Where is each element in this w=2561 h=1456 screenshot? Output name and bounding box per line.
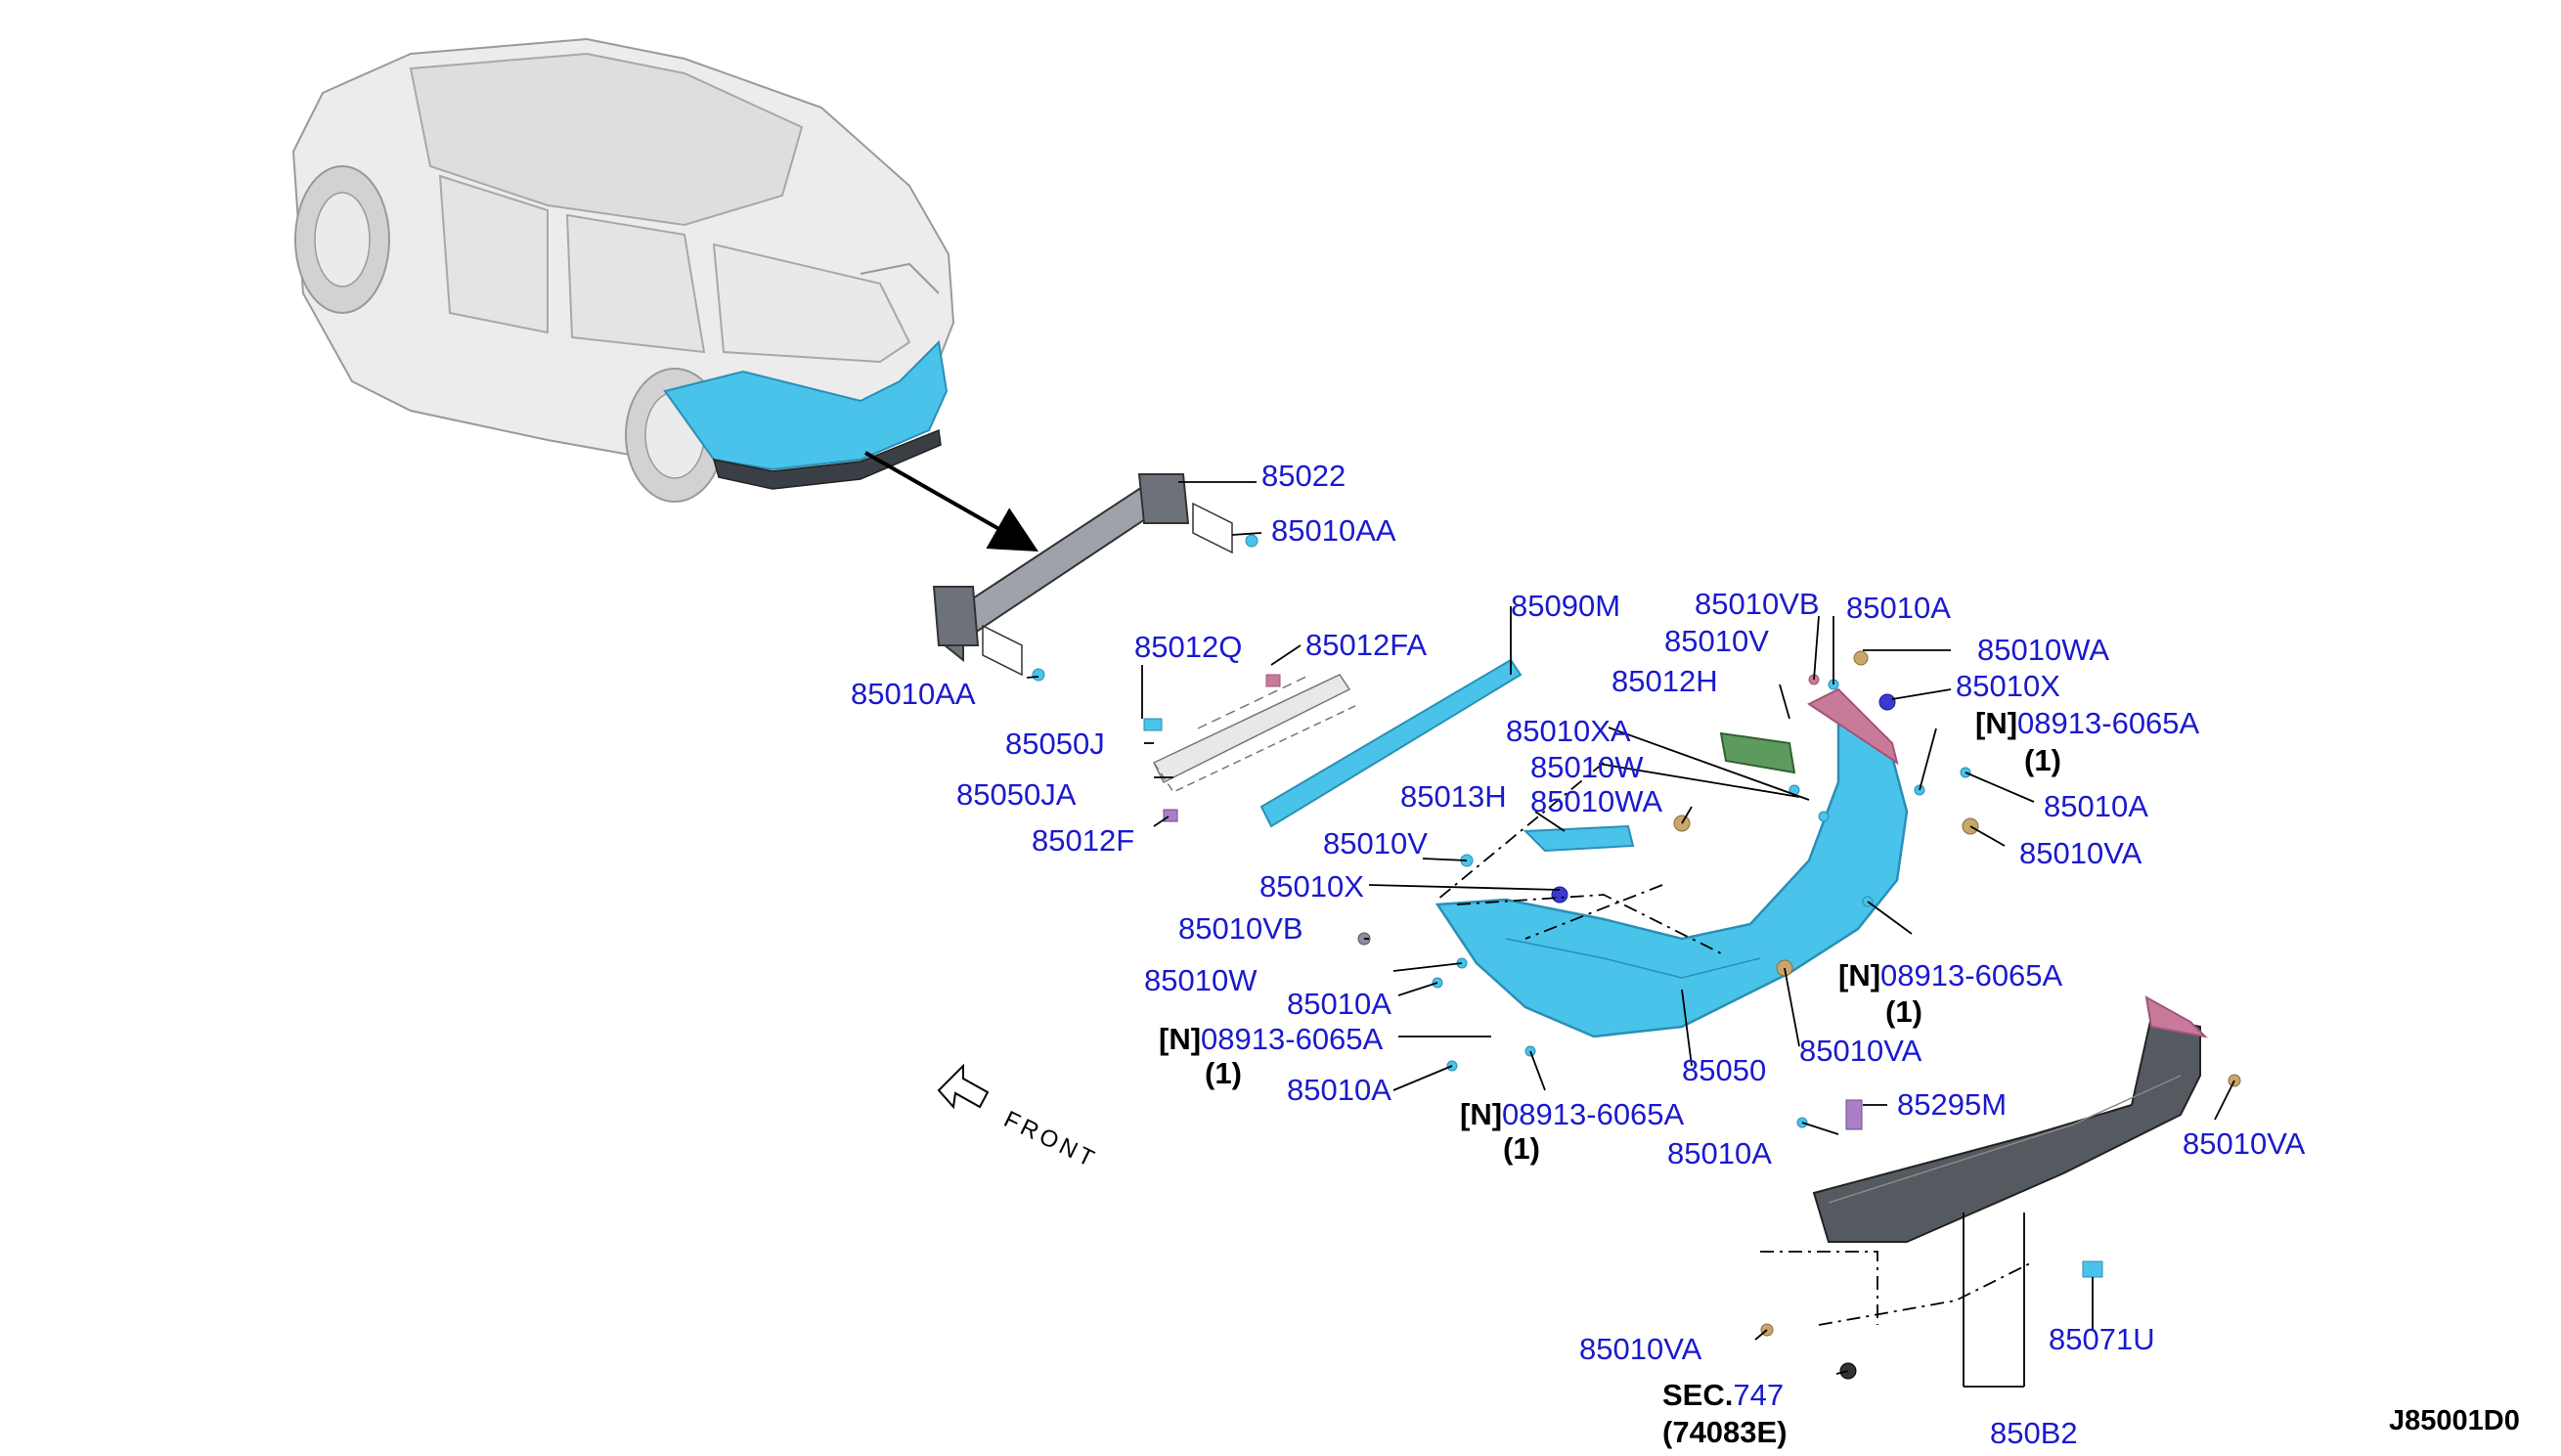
callout-85013H[interactable]: 85013H: [1400, 779, 1507, 814]
callout-85010X-right[interactable]: 85010X: [1956, 669, 2060, 703]
callout-85050[interactable]: 85050: [1682, 1053, 1766, 1087]
callout-85010VB-left[interactable]: 85010VB: [1178, 911, 1303, 946]
callout-85010XA[interactable]: 85010XA: [1506, 714, 1631, 748]
callout-85010VA-bottom[interactable]: 85010VA: [1579, 1332, 1702, 1366]
side-bracket-part: [1523, 824, 1635, 853]
callout-85050J[interactable]: 85050J: [1005, 727, 1105, 761]
callout-85010W-left[interactable]: 85010W: [1144, 963, 1258, 997]
zoom-arrow: [864, 451, 1038, 552]
callout-85010A-left-2[interactable]: 85010A: [1287, 1073, 1391, 1107]
callout-850B2[interactable]: 850B2: [1990, 1416, 2078, 1450]
callout-85012FA[interactable]: 85012FA: [1305, 628, 1427, 662]
note-qty-bottom: (1): [1503, 1131, 1540, 1166]
note-qty-upper-right: (1): [2024, 743, 2061, 777]
callout-85010AA-lower[interactable]: 85010AA: [851, 677, 976, 711]
side-retainer-part: [1719, 731, 1796, 774]
vehicle-overview-illustration: [291, 37, 955, 503]
callout-85010A-top[interactable]: 85010A: [1846, 591, 1951, 625]
callout-85071U[interactable]: 85071U: [2049, 1322, 2155, 1356]
callout-85022[interactable]: 85022: [1261, 459, 1346, 493]
callout-85010W-right[interactable]: 85010W: [1530, 750, 1644, 784]
callout-85010WA-center[interactable]: 85010WA: [1530, 784, 1662, 818]
lower-diffuser-part: [1812, 995, 2208, 1243]
note-fastener-upper-right[interactable]: [N]08913-6065A: [1975, 706, 2200, 740]
diagram-id: J85001D0: [2389, 1405, 2520, 1436]
callout-85010AA-upper[interactable]: 85010AA: [1271, 513, 1396, 548]
leader-lines: [1026, 481, 2235, 1388]
section-reference[interactable]: SEC.747: [1662, 1378, 1784, 1412]
bumper-reinforcement-beam: [932, 473, 1233, 677]
section-subreference: (74083E): [1662, 1415, 1788, 1449]
callout-85090M[interactable]: 85090M: [1511, 589, 1620, 623]
callout-85010VB-right[interactable]: 85010VB: [1695, 587, 1820, 621]
callout-85010VA-center[interactable]: 85010VA: [1799, 1034, 1922, 1068]
callout-85010VA-right[interactable]: 85010VA: [2019, 836, 2142, 870]
callout-85010WA-right[interactable]: 85010WA: [1977, 633, 2109, 667]
bumper-fascia-part: [1435, 687, 1909, 1038]
callout-85010A-lower[interactable]: 85010A: [1667, 1136, 1772, 1170]
callout-85012H[interactable]: 85012H: [1612, 664, 1718, 698]
foam-absorber-part: [1259, 658, 1523, 828]
front-direction-arrow: FRONT: [937, 1063, 1101, 1173]
part-callouts: 85022 85010AA 85010AA 85012Q 85012FA 850…: [851, 459, 2520, 1450]
note-fastener-right-mid[interactable]: [N]08913-6065A: [1838, 958, 2063, 993]
callout-85010V-left[interactable]: 85010V: [1323, 826, 1428, 860]
callout-85012F[interactable]: 85012F: [1032, 823, 1134, 858]
callout-85010V-right[interactable]: 85010V: [1664, 624, 1769, 658]
energy-absorber-bracket: [1143, 674, 1360, 822]
callout-85010A-left-1[interactable]: 85010A: [1287, 987, 1391, 1021]
callout-85295M[interactable]: 85295M: [1897, 1087, 2007, 1122]
callout-85012Q[interactable]: 85012Q: [1134, 630, 1242, 664]
note-fastener-bottom[interactable]: [N]08913-6065A: [1460, 1097, 1685, 1131]
callout-85010VA-diffuser[interactable]: 85010VA: [2183, 1126, 2306, 1161]
note-fastener-left[interactable]: [N]08913-6065A: [1159, 1022, 1384, 1056]
note-qty-left: (1): [1205, 1056, 1242, 1090]
front-label: FRONT: [999, 1106, 1101, 1173]
callout-85010X-left[interactable]: 85010X: [1259, 869, 1364, 904]
note-qty-right-mid: (1): [1885, 994, 1922, 1029]
callout-85050JA[interactable]: 85050JA: [956, 777, 1077, 812]
callout-85010A-right[interactable]: 85010A: [2044, 789, 2148, 823]
